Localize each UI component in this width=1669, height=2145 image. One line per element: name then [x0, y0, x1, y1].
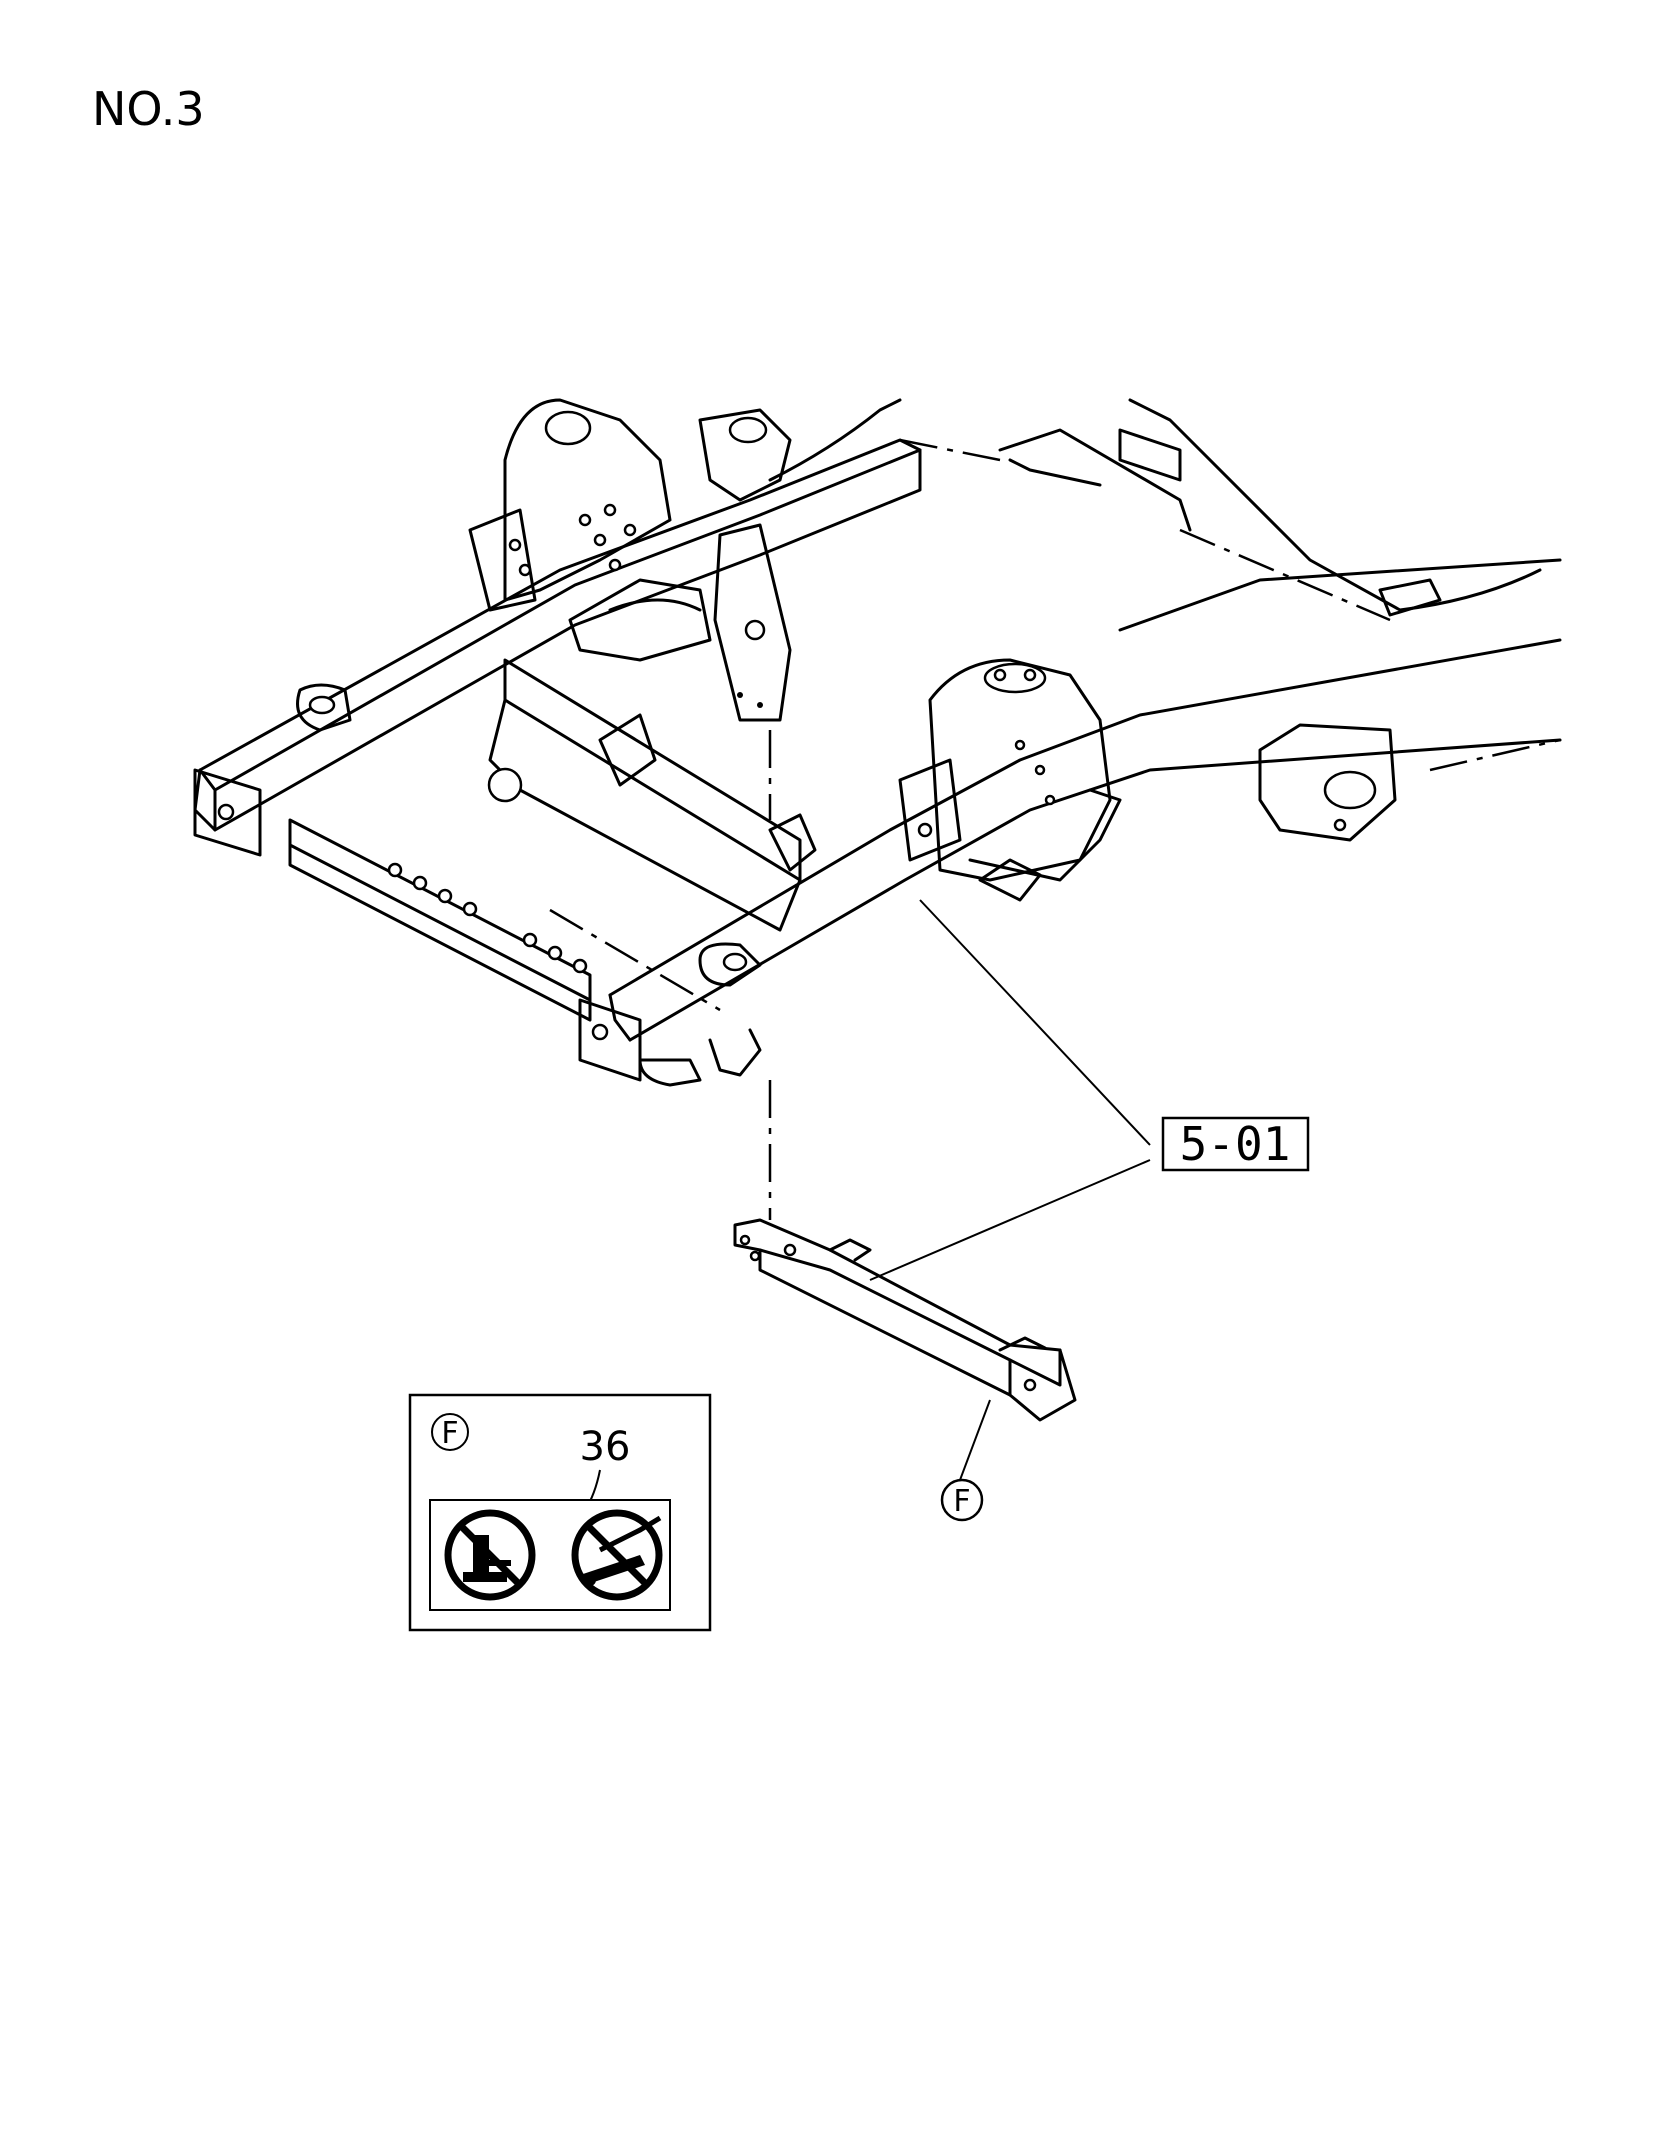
caution-label-detail: F 36 — [408, 1393, 712, 1632]
engine-mount-bracket — [568, 523, 792, 722]
part-reference-label: 5-01 — [1180, 1117, 1291, 1171]
lower-crossmember-part — [733, 1218, 1077, 1422]
page-title: NO.3 — [92, 82, 205, 136]
upper-rear-rail — [768, 398, 1542, 617]
lower-side-member — [288, 818, 592, 1022]
right-frame-rail — [578, 558, 1562, 1087]
leader-lines — [869, 899, 1151, 1481]
detail-marker-f: F — [940, 1478, 984, 1522]
detail-box-marker: F — [441, 1416, 458, 1451]
assembly-center-lines — [549, 438, 1561, 1220]
detail-marker-label: F — [953, 1484, 970, 1519]
rear-right-mount — [1258, 723, 1397, 842]
front-crossmember — [487, 658, 817, 932]
part-number-label: 36 — [580, 1424, 631, 1470]
no-lift-icon — [571, 1509, 663, 1601]
left-frame-rail — [193, 438, 922, 857]
no-jack-icon — [444, 1509, 536, 1601]
part-reference-callout: 5-01 — [1161, 1116, 1310, 1172]
left-suspension-tower — [468, 398, 792, 612]
right-suspension-tower — [898, 658, 1122, 902]
